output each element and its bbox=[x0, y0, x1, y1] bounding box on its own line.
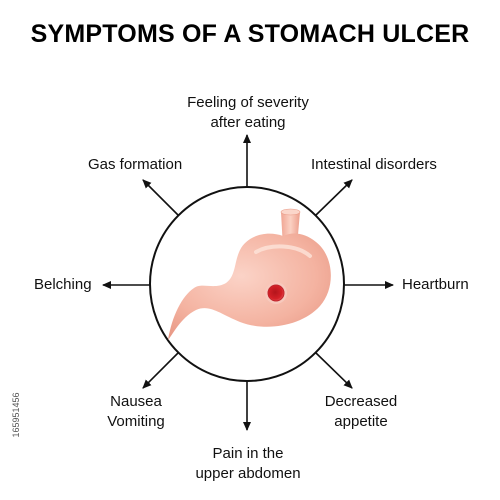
symptom-top: Feeling of severity after eating bbox=[150, 93, 346, 133]
symptom-top-left: Gas formation bbox=[88, 156, 183, 173]
arrow-top-right bbox=[315, 179, 353, 216]
page-title: SYMPTOMS OF A STOMACH ULCER bbox=[30, 20, 470, 48]
symptom-right: Heartburn bbox=[402, 276, 469, 293]
symptom-top-line2: after eating bbox=[210, 114, 286, 131]
symptom-bottom-left-line1: Nausea bbox=[110, 393, 162, 410]
symptom-bottom-left-line2: Vomiting bbox=[107, 413, 165, 430]
symptom-bottom: Pain in the upper abdomen bbox=[170, 444, 326, 484]
symptom-bottom-right-line1: Decreased bbox=[324, 393, 398, 410]
stomach-illustration bbox=[168, 208, 331, 340]
stomach-body bbox=[168, 233, 331, 340]
arrows bbox=[102, 134, 394, 431]
symptom-top-line1: Feeling of severity bbox=[187, 94, 309, 111]
arrow-bottom-left bbox=[142, 352, 179, 389]
symptom-bottom-right-line2: appetite bbox=[334, 413, 388, 430]
ulcer-icon bbox=[267, 284, 285, 302]
stock-id-watermark: 165951456 bbox=[11, 392, 21, 438]
symptom-bottom-right: Decreased appetite bbox=[316, 392, 406, 432]
symptom-bottom-line2: upper abdomen bbox=[195, 465, 301, 482]
symptom-top-right: Intestinal disorders bbox=[311, 156, 437, 173]
arrow-top-left bbox=[142, 179, 179, 216]
symptom-bottom-line1: Pain in the bbox=[212, 445, 284, 462]
symptom-left: Belching bbox=[34, 276, 92, 293]
symptom-bottom-left: Nausea Vomiting bbox=[96, 392, 176, 432]
arrow-bottom-right bbox=[315, 352, 353, 389]
